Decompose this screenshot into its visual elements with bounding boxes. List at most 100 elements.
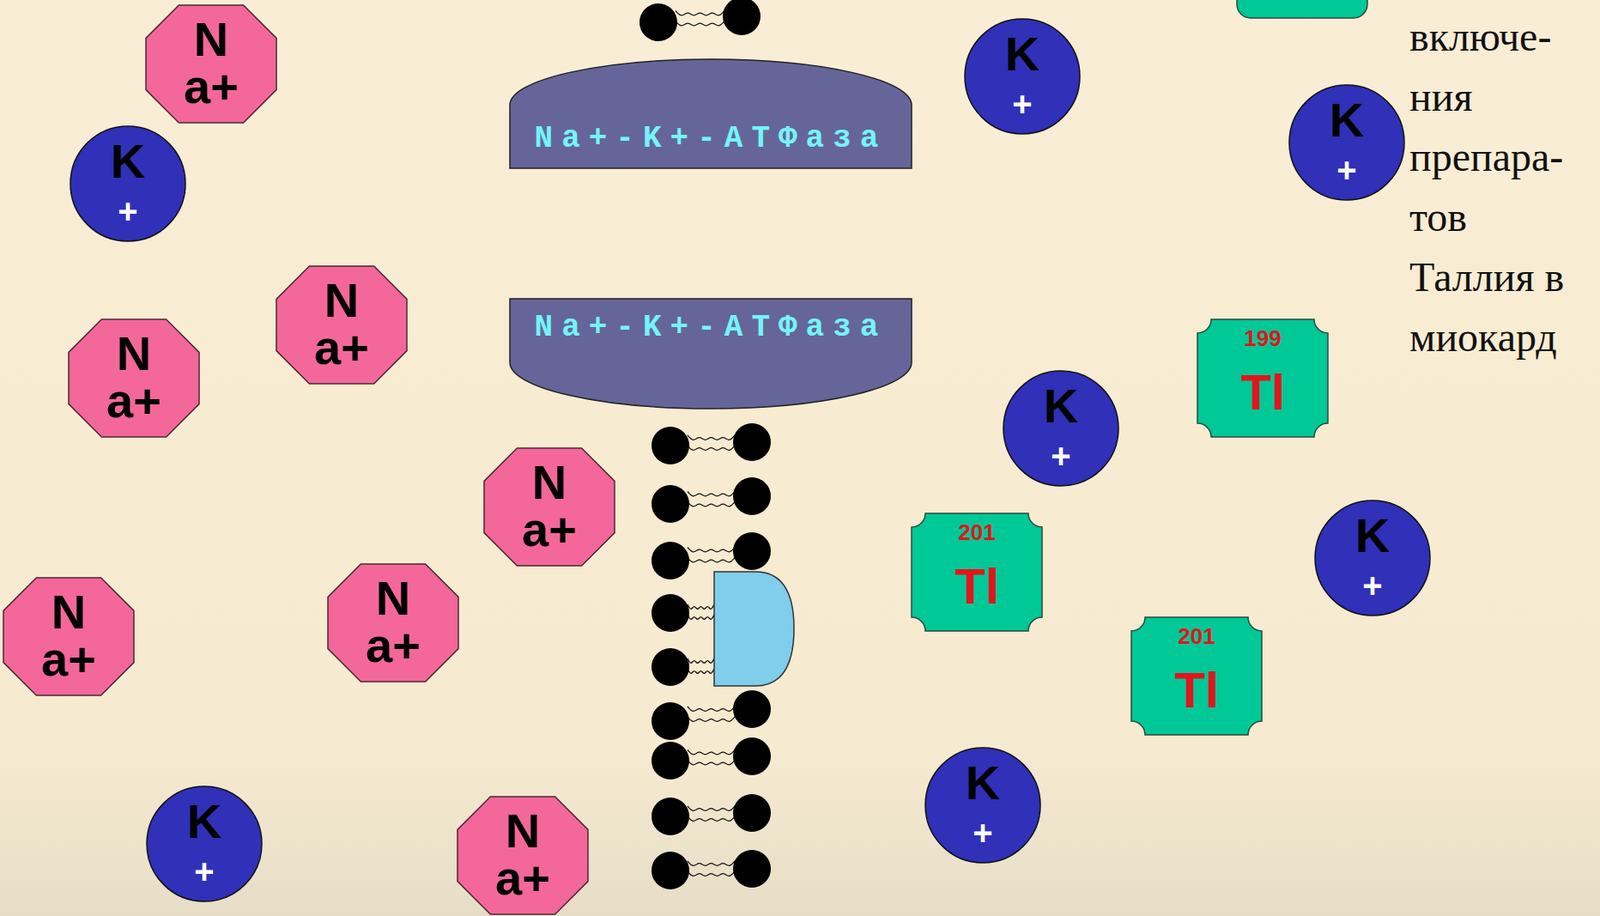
lipid-head — [733, 737, 771, 776]
lipid-head — [733, 477, 771, 516]
lipid-head — [651, 484, 690, 523]
lipid-tail — [687, 604, 715, 609]
shape-outline — [1131, 617, 1262, 735]
lipid-tail — [687, 860, 735, 866]
element-symbol: Tl — [1240, 367, 1285, 418]
lipid-molecule — [651, 648, 715, 686]
ion-label: K + — [965, 759, 1000, 851]
mass-number: 199 — [1243, 326, 1281, 352]
thallium-isotope: 201Tl — [911, 513, 1043, 631]
ion-label: N a+ — [495, 807, 551, 903]
sodium-ion: N a+ — [145, 5, 277, 123]
lipid-head — [733, 423, 771, 461]
ion-label: N a+ — [41, 588, 97, 684]
lipid-tail — [675, 11, 725, 16]
ion-circle — [925, 747, 1041, 863]
ion-label: N a+ — [521, 459, 577, 554]
ion-label: K + — [1043, 382, 1079, 474]
ion-circle — [1315, 500, 1431, 616]
ion-circle — [146, 786, 262, 902]
sodium-ion: N a+ — [68, 319, 200, 437]
potassium-ion: K + — [1002, 369, 1120, 487]
lipid-tail — [687, 445, 735, 450]
lipid-tail — [687, 806, 735, 811]
lipid-tail — [687, 706, 735, 711]
lipid-head — [651, 851, 690, 890]
shape-outline — [276, 266, 407, 384]
lipid-molecule — [639, 0, 761, 42]
ion-label: K + — [1355, 512, 1390, 604]
potassium-ion: K + — [1288, 84, 1406, 201]
lipid-head — [651, 797, 690, 836]
mass-number: 201 — [1177, 624, 1215, 649]
potassium-ion: K + — [1314, 499, 1431, 617]
thallium-isotope: 201Tl — [1131, 617, 1262, 735]
shape-outline — [327, 563, 459, 682]
lipid-molecule — [651, 690, 771, 740]
lipid-tail — [687, 816, 735, 821]
ion-label: N a+ — [106, 330, 162, 425]
lipid-tail — [687, 750, 735, 755]
shape-outline — [484, 448, 615, 566]
lipid-molecule — [651, 593, 715, 632]
potassium-ion: K + — [145, 785, 263, 903]
ion-label: N a+ — [365, 575, 421, 670]
shape-outline — [145, 5, 277, 123]
lipid-tail — [687, 491, 735, 497]
potassium-ion: K + — [963, 18, 1081, 135]
lipid-tail — [687, 614, 715, 619]
lipid-head — [639, 3, 678, 42]
shape-outline — [3, 577, 134, 696]
ion-circle — [70, 126, 186, 242]
lipid-head — [651, 426, 690, 465]
lipid-molecule — [651, 793, 771, 836]
lipid-tail — [687, 557, 735, 563]
lipid-head — [733, 690, 771, 728]
lipid-head — [733, 532, 771, 570]
lipid-tail — [687, 716, 735, 722]
lipid-head — [722, 0, 761, 36]
shape-outline — [509, 298, 912, 409]
enzyme-name: Na+-K+-АТФаза — [534, 310, 888, 346]
pump-enzyme: Na+-K+-АТФаза — [509, 298, 912, 409]
lipid-tail — [687, 871, 735, 876]
shape-outline — [68, 319, 200, 437]
shape-outline — [457, 796, 588, 915]
lipid-tail — [687, 547, 735, 552]
thallium-isotope-edge — [1236, 0, 1368, 19]
potassium-ion: K + — [69, 125, 187, 243]
lipid-molecule — [651, 737, 771, 780]
slide-heading-fragment: включе- ния препара- тов Таллия в миокар… — [1409, 6, 1575, 368]
sodium-ion: N a+ — [457, 796, 588, 915]
ion-label: N a+ — [183, 16, 239, 111]
enzyme-name: Na+-K+-АТФаза — [534, 121, 888, 157]
potassium-ion: K + — [924, 746, 1042, 864]
lipid-head — [651, 541, 690, 580]
pump-enzyme: Na+-K+-АТФаза — [509, 59, 912, 169]
ion-circle — [1289, 84, 1405, 200]
lipid-tail — [687, 435, 735, 440]
element-symbol: Tl — [954, 561, 1000, 612]
channel-protein — [714, 571, 794, 686]
shape-outline — [509, 59, 912, 169]
lipid-head — [651, 648, 690, 686]
sodium-ion: N a+ — [3, 577, 134, 696]
ion-circle — [964, 18, 1080, 134]
lipid-tail — [687, 760, 735, 765]
ion-label: N a+ — [314, 277, 370, 372]
thallium-isotope: 199Tl — [1197, 319, 1328, 437]
lipid-molecule — [651, 423, 771, 465]
lipid-molecule — [651, 477, 771, 523]
ion-label: K + — [1329, 96, 1364, 188]
lipid-head — [651, 741, 690, 780]
sodium-ion: N a+ — [276, 266, 407, 384]
shape-outline — [1197, 319, 1328, 437]
lipid-tail — [687, 658, 715, 663]
lipid-head — [733, 849, 771, 888]
mass-number: 201 — [957, 520, 995, 546]
ion-circle — [1003, 370, 1119, 486]
lipid-molecule — [651, 849, 771, 890]
ion-label: K + — [110, 138, 146, 230]
